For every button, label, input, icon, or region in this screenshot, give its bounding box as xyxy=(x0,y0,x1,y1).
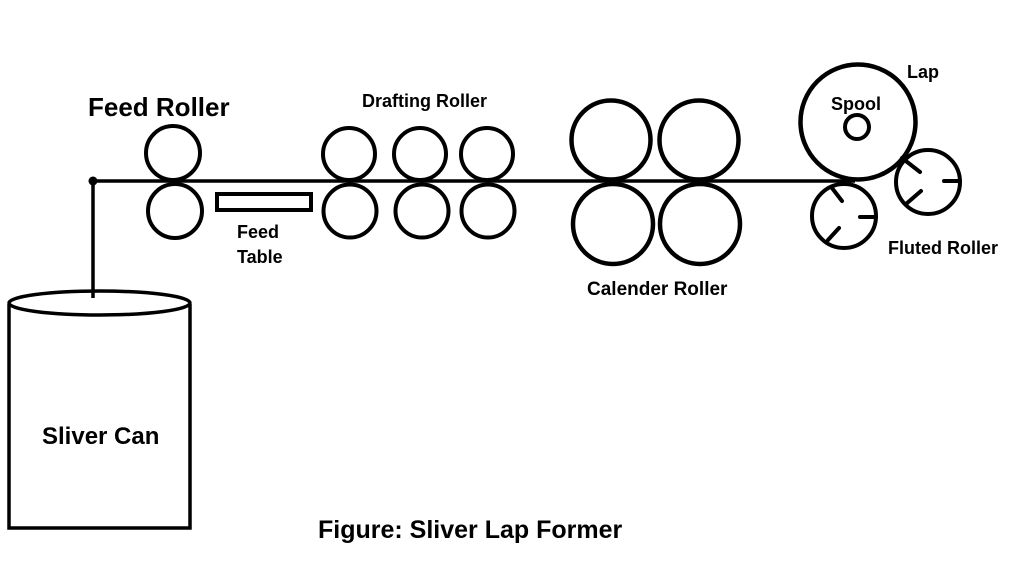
sliver-can-body xyxy=(7,304,192,530)
fluted-roller-right-mark-1 xyxy=(900,156,922,174)
drafting-roller-bottom-circle-2 xyxy=(393,182,451,240)
feed-table: Feed Table xyxy=(215,192,313,267)
drafting-roller-label: Drafting Roller xyxy=(362,91,487,111)
sliver-can-top-ellipse xyxy=(7,289,192,317)
calender-roller-top-circle-2 xyxy=(657,98,741,182)
feed-roller-top-circle xyxy=(144,124,202,182)
fluted-rollers: Fluted Roller xyxy=(810,148,998,258)
fluted-roller-bottom xyxy=(810,182,878,250)
feed-table-plate xyxy=(215,192,313,212)
feed-table-label-line1: Feed xyxy=(237,222,279,242)
calender-roller-label: Calender Roller xyxy=(587,279,728,300)
lap-label: Lap xyxy=(907,62,939,82)
spool: Spool xyxy=(831,94,881,141)
drafting-roller-top-circle-2 xyxy=(392,126,448,182)
feed-roller: Feed Roller xyxy=(88,92,230,240)
fluted-roller-bottom-mark-1 xyxy=(830,186,844,203)
spool-label: Spool xyxy=(831,94,881,114)
drafting-roller: Drafting Roller xyxy=(321,91,517,240)
drafting-roller-top-circle-3 xyxy=(459,126,515,182)
sliver-path xyxy=(88,176,855,298)
calender-roller-bottom-circle-2 xyxy=(657,181,743,267)
spool-circle xyxy=(843,113,871,141)
lap: Lap xyxy=(798,62,939,182)
feed-table-label-line2: Table xyxy=(237,247,283,267)
fluted-roller-right xyxy=(894,148,962,216)
sliver-can: Sliver Can xyxy=(7,289,192,530)
feed-roller-label: Feed Roller xyxy=(88,92,230,122)
calender-roller: Calender Roller xyxy=(569,98,743,300)
fluted-roller-right-mark-3 xyxy=(904,189,923,206)
feed-roller-bottom-circle xyxy=(146,182,204,240)
drafting-roller-top-circle-1 xyxy=(321,126,377,182)
figure-caption: Figure: Sliver Lap Former xyxy=(318,516,623,544)
calender-roller-top-circle-1 xyxy=(569,98,653,182)
fluted-roller-label: Fluted Roller xyxy=(888,238,998,258)
drafting-roller-bottom-circle-1 xyxy=(321,182,379,240)
drafting-roller-bottom-circle-3 xyxy=(459,182,517,240)
fluted-roller-bottom-mark-3 xyxy=(826,226,841,242)
lap-circle xyxy=(798,62,918,182)
sliver-can-label: Sliver Can xyxy=(42,423,159,450)
calender-roller-bottom-circle-1 xyxy=(570,181,656,267)
